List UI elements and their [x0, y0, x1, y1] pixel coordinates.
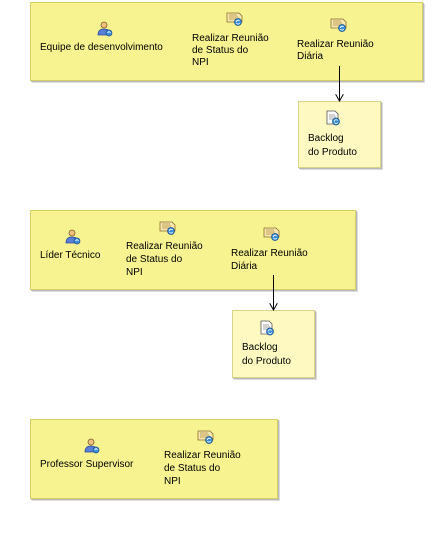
task-label-status-npi-line1[interactable]: Realizar Reunião	[192, 33, 269, 44]
task-document-icon[interactable]	[263, 226, 281, 242]
task-label-diaria-line1[interactable]: Realizar Reunião	[297, 39, 374, 50]
lane-equipe-de-desenvolvimento	[30, 2, 423, 81]
artifact-label-line1[interactable]: Backlog	[308, 133, 344, 144]
artifact-label-line2[interactable]: do Produto	[308, 147, 357, 158]
artifact-label-line1[interactable]: Backlog	[242, 342, 278, 353]
role-person-icon[interactable]	[64, 229, 82, 245]
artifact-document-icon[interactable]	[324, 110, 342, 126]
task-label-diaria-line2[interactable]: Diária	[231, 261, 258, 272]
task-document-icon[interactable]	[226, 11, 244, 27]
task-label-status-npi-line2[interactable]: de Status do	[192, 45, 249, 56]
task-label-diaria-line1[interactable]: Realizar Reunião	[231, 248, 308, 259]
task-label-diaria-line2[interactable]: Diária	[297, 51, 324, 62]
task-label-status-npi-line2[interactable]: de Status do	[164, 463, 221, 474]
task-label-status-npi-line3[interactable]: NPI	[164, 476, 181, 487]
lane-lider-tecnico	[30, 210, 356, 290]
role-label-lider-tecnico[interactable]: Líder Técnico	[40, 250, 101, 261]
artifact-label-line2[interactable]: do Produto	[242, 356, 291, 367]
task-document-icon[interactable]	[330, 17, 348, 33]
task-document-icon[interactable]	[197, 429, 215, 445]
task-label-status-npi-line1[interactable]: Realizar Reunião	[126, 241, 203, 252]
task-document-icon[interactable]	[159, 220, 177, 236]
task-label-status-npi-line3[interactable]: NPI	[192, 57, 209, 68]
role-label-professor-supervisor[interactable]: Professor Supervisor	[40, 459, 134, 470]
task-label-status-npi-line1[interactable]: Realizar Reunião	[164, 450, 241, 461]
role-label-equipe-de-desenvolvimento[interactable]: Equipe de desenvolvimento	[40, 42, 163, 53]
task-label-status-npi-line2[interactable]: de Status do	[126, 254, 183, 265]
role-person-icon[interactable]	[83, 438, 101, 454]
task-label-status-npi-line3[interactable]: NPI	[126, 267, 143, 278]
artifact-document-icon[interactable]	[258, 320, 276, 336]
role-person-icon[interactable]	[96, 21, 114, 37]
lane-professor-supervisor	[30, 419, 278, 499]
artifact-backlog-do-produto[interactable]	[298, 101, 381, 168]
